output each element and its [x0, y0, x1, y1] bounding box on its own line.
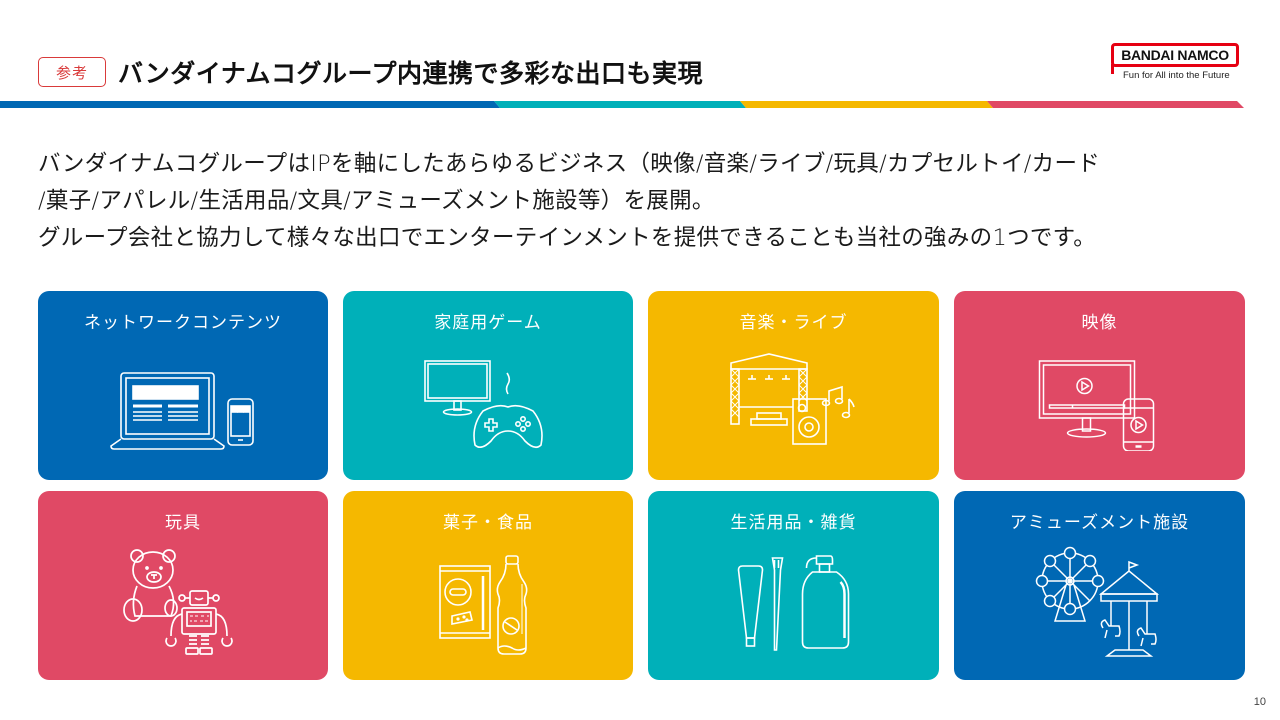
- tile-label: 映像: [1081, 313, 1118, 333]
- snack-bottle-icon: [439, 555, 528, 655]
- intro-line-3: グループ会社と協力して様々な出口でエンターテインメントを提供できることも当社の強…: [38, 225, 1097, 251]
- bandai-namco-logo: BANDAI NAMCO Fun for All into the Future: [1111, 43, 1239, 81]
- tile-daily-goods[interactable]: 生活用品・雑貨: [648, 491, 939, 680]
- tile-toys[interactable]: 玩具: [38, 491, 328, 680]
- stage-speaker-icon: [729, 353, 855, 445]
- page-number: 10: [1253, 696, 1266, 708]
- ferris-wheel-carousel-icon: [1035, 546, 1159, 657]
- intro-line-2: /菓子/アパレル/生活用品/文具/アミューズメント施設等）を展開。: [38, 188, 715, 214]
- monitor-gamepad-icon: [424, 360, 543, 449]
- tile-label: 家庭用ゲーム: [434, 313, 542, 333]
- tile-network-content[interactable]: ネットワークコンテンツ: [38, 291, 328, 480]
- tile-label: 音楽・ライブ: [739, 313, 848, 333]
- toiletries-icon: [737, 555, 849, 651]
- laptop-phone-icon: [110, 372, 254, 450]
- tile-music-live[interactable]: 音楽・ライブ: [648, 291, 939, 480]
- tile-visual-works[interactable]: 映像: [954, 291, 1245, 480]
- tile-label: 生活用品・雑貨: [730, 513, 857, 533]
- header-color-stripe: [0, 101, 1244, 108]
- tile-amusement-facilities[interactable]: アミューズメント施設: [954, 491, 1245, 680]
- page-title: バンダイナムコグループ内連携で多彩な出口も実現: [118, 59, 704, 88]
- tile-label: アミューズメント施設: [1009, 513, 1190, 533]
- teddy-robot-icon: [123, 549, 233, 655]
- business-tiles-grid: ネットワークコンテンツ 家庭用ゲーム: [38, 291, 1245, 680]
- logo-wordmark: BANDAI NAMCO: [1111, 43, 1239, 74]
- intro-line-1: バンダイナムコグループはIPを軸にしたあらゆるビジネス（映像/音楽/ライブ/玩具…: [38, 151, 1101, 177]
- tile-home-games[interactable]: 家庭用ゲーム: [343, 291, 633, 480]
- intro-text: バンダイナムコグループはIPを軸にしたあらゆるビジネス（映像/音楽/ライブ/玩具…: [38, 146, 1258, 257]
- tile-label: 玩具: [165, 513, 201, 533]
- tile-confectionery-food[interactable]: 菓子・食品: [343, 491, 633, 680]
- reference-badge: 参考: [38, 57, 106, 87]
- tile-label: 菓子・食品: [443, 513, 533, 533]
- logo-tagline: Fun for All into the Future: [1123, 70, 1230, 81]
- video-screen-icon: [1038, 360, 1154, 451]
- tile-label: ネットワークコンテンツ: [84, 313, 282, 333]
